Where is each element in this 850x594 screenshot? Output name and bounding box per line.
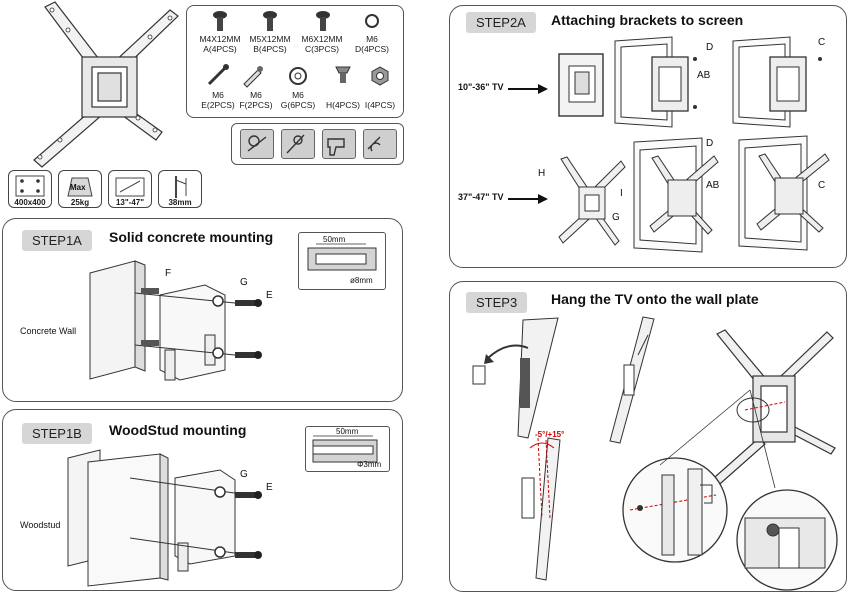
max-label: Max — [70, 183, 86, 192]
tv-small-range-label: 10"-36" TV — [458, 82, 504, 92]
callout-c-large: C — [818, 180, 826, 191]
drill-diameter-1b: Φ3mm — [357, 460, 382, 469]
weight-glyph — [67, 177, 93, 197]
hang-tv-side-view — [472, 317, 561, 581]
drill-detail-1a — [307, 243, 377, 271]
tilt-range-label: -5°/+15° — [535, 430, 565, 439]
step1b-tag: STEP1B — [22, 423, 92, 444]
zoom-connector-lines — [659, 389, 776, 489]
callout-g-2a: G — [612, 212, 620, 223]
detail-zoom-lock — [736, 489, 838, 591]
detail-zoom-screw — [622, 457, 728, 563]
bracket-product-illustration — [33, 1, 179, 168]
screw-c-icon — [316, 11, 330, 31]
drill-depth-1b: 50mm — [336, 427, 359, 436]
drill-depth-1a: 50mm — [323, 235, 346, 244]
callout-i: I — [620, 188, 623, 199]
drill-detail-1b — [312, 435, 378, 463]
small-bracket-illustration — [558, 53, 604, 117]
hang-tv-rear-view — [706, 329, 836, 491]
callout-c-small: C — [818, 37, 826, 48]
callout-g-1b: G — [240, 469, 248, 480]
screen-size-spec-icon — [108, 170, 152, 208]
bolt-e-icon — [207, 64, 229, 86]
callout-f-1a: F — [165, 268, 172, 279]
hardware-i-label: I(4PCS) — [364, 100, 396, 110]
callout-d-large: D — [706, 138, 714, 149]
callout-e-1b: E — [266, 482, 273, 493]
screen-size-spec: 13"-47" — [115, 198, 145, 207]
large-tv-bracket-c — [738, 135, 830, 251]
step1a-title: Solid concrete mounting — [109, 229, 274, 245]
screw-b-icon — [263, 11, 277, 31]
callout-h: H — [538, 168, 546, 179]
washer-d-icon — [365, 14, 379, 28]
profile-glyph — [175, 176, 187, 198]
callout-g-1a: G — [240, 277, 248, 288]
woodstud-label: Woodstud — [20, 520, 61, 530]
callout-ab-small: AB — [697, 70, 711, 81]
size-glyph — [115, 177, 145, 197]
profile-spec-icon — [158, 170, 202, 208]
large-tv-bracket-ab — [633, 137, 719, 253]
concrete-wall-label: Concrete Wall — [20, 326, 77, 336]
callout-e-1a: E — [266, 290, 273, 301]
hardware-h-label: H(4PCS) — [325, 100, 360, 110]
concrete-wall-illustration — [89, 260, 262, 381]
hang-tv-profile — [609, 316, 655, 444]
step2a-tag: STEP2A — [466, 12, 536, 33]
tool-glyphs — [247, 134, 381, 156]
vesa-dots — [15, 175, 45, 197]
small-tv-bracket-c — [732, 36, 822, 128]
callout-ab-large: AB — [706, 180, 720, 191]
callout-d-small: D — [706, 42, 714, 53]
arrow-small-tv — [508, 84, 548, 94]
step2a-title: Attaching brackets to screen — [551, 12, 744, 28]
weight-spec: 25kg — [70, 198, 90, 207]
nut-i-icon — [371, 66, 389, 86]
spacer-h-icon — [335, 66, 351, 83]
vesa-spec: 400x400 — [14, 198, 46, 207]
step1a-tag: STEP1A — [22, 230, 92, 251]
profile-spec: 38mm — [168, 198, 192, 207]
drill-diameter-1a: ø8mm — [350, 276, 373, 285]
washer-g-icon — [289, 67, 307, 85]
woodstud-illustration — [67, 449, 262, 587]
anchor-f-icon — [243, 66, 263, 88]
small-tv-bracket-ab — [614, 36, 697, 128]
tv-large-range-label: 37"-47" TV — [458, 192, 504, 202]
screw-a-icon — [213, 11, 227, 31]
step3-title: Hang the TV onto the wall plate — [551, 291, 759, 307]
arrow-large-tv — [508, 194, 548, 204]
large-bracket-illustration — [558, 156, 626, 246]
step1b-title: WoodStud mounting — [109, 422, 247, 438]
step3-tag: STEP3 — [466, 292, 528, 313]
